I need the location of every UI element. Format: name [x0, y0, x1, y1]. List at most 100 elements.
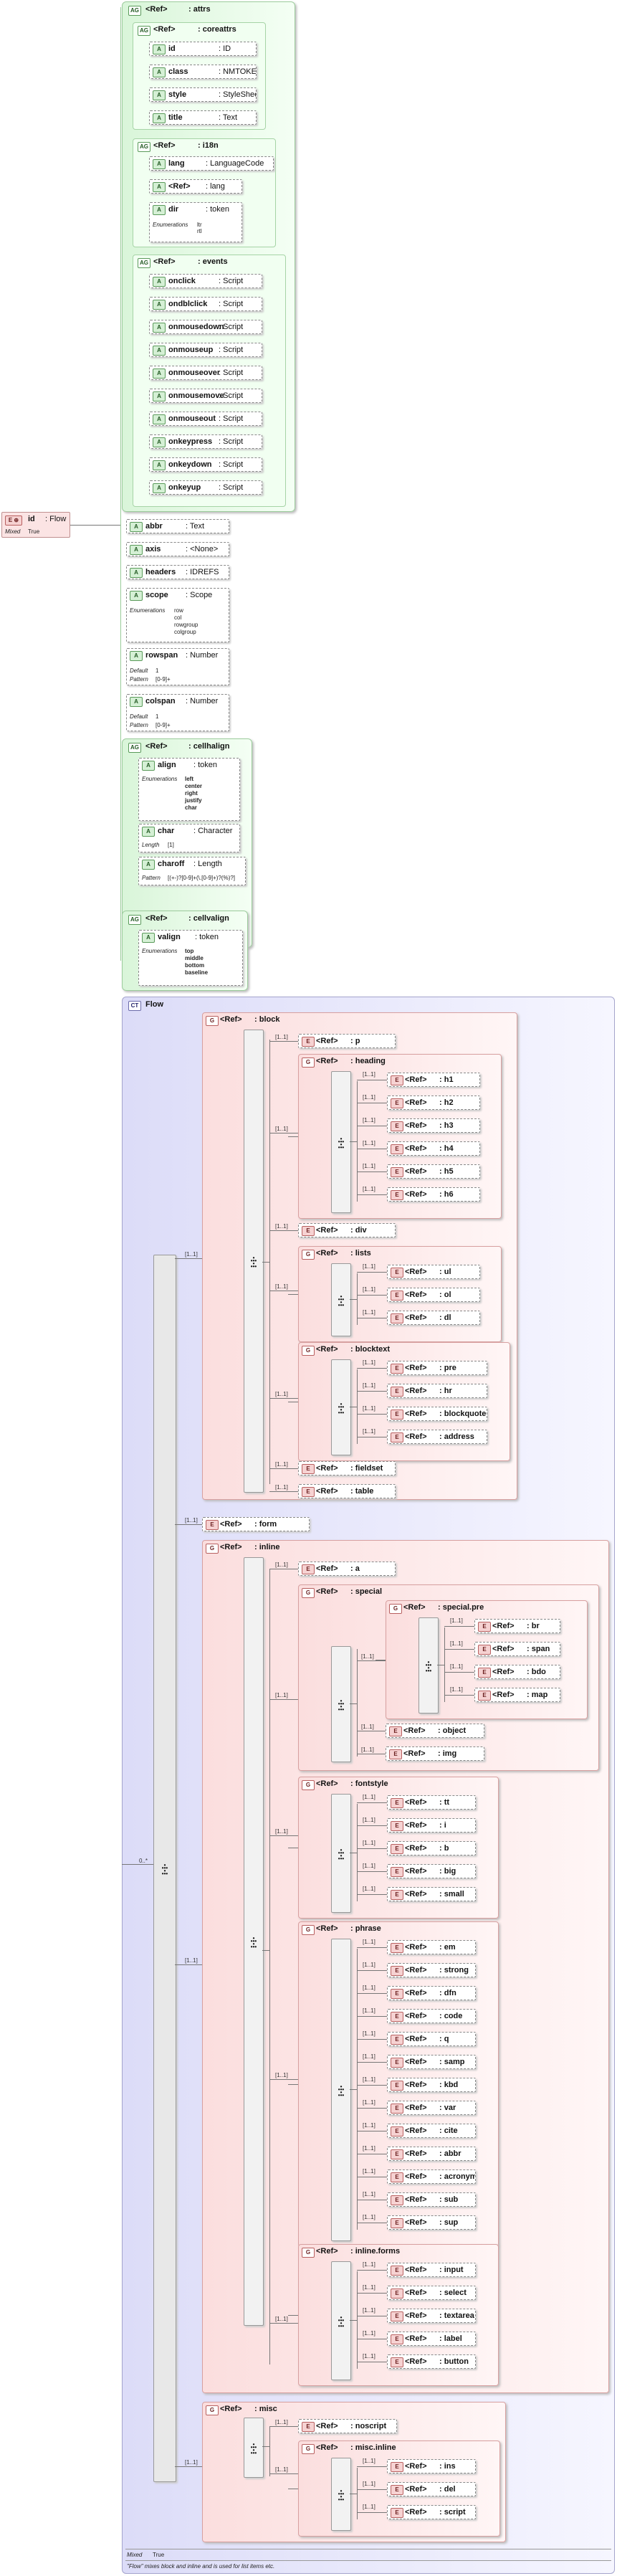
- attr-align[interactable]: A align : token Enumerations left center…: [138, 758, 240, 821]
- element-ref[interactable]: E<Ref>: span: [474, 1642, 560, 1656]
- element-ref[interactable]: E<Ref>: samp: [387, 2055, 476, 2069]
- choice-compositor[interactable]: ••••••••: [331, 1646, 351, 1762]
- element-ref[interactable]: E<Ref>: ul: [387, 1265, 480, 1279]
- element-ref[interactable]: E<Ref>: kbd: [387, 2078, 476, 2092]
- element-ref[interactable]: E<Ref>: cite: [387, 2124, 476, 2138]
- element-ref[interactable]: E<Ref>: h2: [387, 1095, 480, 1110]
- choice-compositor[interactable]: ••••••••: [331, 2458, 351, 2531]
- element-ref[interactable]: E<Ref>: em: [387, 1940, 476, 1954]
- element-ref[interactable]: E<Ref>: q: [387, 2032, 476, 2046]
- element-ref-table[interactable]: E<Ref>: table: [298, 1484, 396, 1498]
- element-ref-object[interactable]: E<Ref>: object: [386, 1724, 484, 1738]
- attr-dir[interactable]: A dir : token Enumerations ltr rtl: [149, 202, 242, 242]
- element-ref-img[interactable]: E<Ref>: img: [386, 1746, 484, 1761]
- choice-compositor[interactable]: ••••••••: [244, 1030, 264, 1493]
- element-ref[interactable]: E<Ref>: blockquote: [387, 1407, 487, 1421]
- element-ref[interactable]: E<Ref>: h3: [387, 1118, 480, 1133]
- element-ref[interactable]: E<Ref>: abbr: [387, 2147, 476, 2161]
- choice-compositor[interactable]: ••••••••: [418, 1617, 439, 1714]
- attr-valign[interactable]: A valign : token Enumerations top middle…: [138, 930, 243, 986]
- attribute-icon: A: [153, 182, 166, 192]
- element-ref[interactable]: E<Ref>: map: [474, 1688, 560, 1702]
- element-ref[interactable]: E<Ref>: sub: [387, 2192, 476, 2207]
- element-type: : bdo: [527, 1668, 546, 1676]
- element-ref[interactable]: E<Ref>: ol: [387, 1288, 480, 1302]
- element-ref[interactable]: E<Ref>: h5: [387, 1164, 480, 1179]
- element-ref-p[interactable]: E<Ref>: p: [298, 1034, 396, 1048]
- element-ref[interactable]: E<Ref>: b: [387, 1841, 476, 1855]
- element-ref-fieldset[interactable]: E<Ref>: fieldset: [298, 1461, 396, 1475]
- attribute-icon: A: [153, 437, 166, 447]
- element-ref[interactable]: E<Ref>: big: [387, 1864, 476, 1878]
- element-ref[interactable]: E<Ref>: sup: [387, 2215, 476, 2230]
- main-choice-compositor[interactable]: ••••••••: [153, 1255, 176, 2482]
- choice-compositor[interactable]: ••••••••: [331, 1263, 351, 1336]
- element-ref[interactable]: E<Ref>: h4: [387, 1141, 480, 1156]
- element-ref[interactable]: E<Ref>: pre: [387, 1361, 487, 1375]
- attr-lang[interactable]: A lang : LanguageCode: [149, 156, 274, 171]
- element-ref[interactable]: E<Ref>: dfn: [387, 1986, 476, 2000]
- choice-compositor[interactable]: ••••••••: [244, 1557, 264, 2326]
- element-type: : sub: [439, 2195, 459, 2204]
- element-type: : hr: [439, 1387, 452, 1395]
- choice-compositor[interactable]: ••••••••: [331, 1794, 351, 1913]
- attr-char[interactable]: A char : Character Length [1]: [138, 824, 240, 852]
- element-ref[interactable]: E<Ref>: code: [387, 2009, 476, 2023]
- element-ref[interactable]: E<Ref>: i: [387, 1818, 476, 1833]
- element-ref[interactable]: E<Ref>: h6: [387, 1187, 480, 1202]
- element-ref[interactable]: E<Ref>: textarea: [387, 2309, 476, 2323]
- element-ref-form[interactable]: E<Ref>: form: [202, 1517, 310, 1531]
- element-ref[interactable]: E<Ref>: button: [387, 2354, 476, 2369]
- element-ref[interactable]: E<Ref>: hr: [387, 1384, 487, 1398]
- element-ref[interactable]: E<Ref>: var: [387, 2101, 476, 2115]
- attribute-type: : Script: [219, 414, 244, 423]
- choice-compositor[interactable]: ••••••••: [331, 2261, 351, 2380]
- choice-compositor[interactable]: ••••••••: [331, 1071, 351, 1213]
- element-ref[interactable]: E<Ref>: ins: [387, 2459, 476, 2473]
- element-ref[interactable]: E<Ref>: br: [474, 1619, 560, 1633]
- element-ref[interactable]: E<Ref>: input: [387, 2263, 476, 2277]
- element-ref[interactable]: E<Ref>: address: [387, 1430, 487, 1444]
- attr-ref-lang[interactable]: A <Ref> : lang: [149, 179, 242, 194]
- choice-compositor[interactable]: ••••••••: [331, 1939, 351, 2241]
- element-ref-div[interactable]: E<Ref>: div: [298, 1223, 396, 1237]
- connector: [357, 1414, 387, 1415]
- element-ref[interactable]: E<Ref>: h1: [387, 1073, 480, 1087]
- element-ref[interactable]: E<Ref>: del: [387, 2482, 476, 2496]
- element-ref[interactable]: E<Ref>: acronym: [387, 2169, 476, 2184]
- flow-title: Flow: [145, 1000, 164, 1009]
- choice-compositor[interactable]: ••••••••: [331, 1359, 351, 1455]
- element-ref[interactable]: E<Ref>: script: [387, 2505, 476, 2519]
- element-ref-noscript[interactable]: E<Ref>: noscript: [298, 2419, 397, 2433]
- element-ref[interactable]: E<Ref>: strong: [387, 1963, 476, 1977]
- element-ref[interactable]: E<Ref>: bdo: [474, 1665, 560, 1679]
- element-ref[interactable]: E<Ref>: tt: [387, 1795, 476, 1810]
- element-ref-a[interactable]: E<Ref>: a: [298, 1562, 396, 1576]
- element-ref[interactable]: E<Ref>: dl: [387, 1311, 480, 1325]
- choice-compositor[interactable]: ••••••••: [244, 2418, 264, 2478]
- element-ref[interactable]: E<Ref>: small: [387, 1887, 476, 1901]
- element-ref[interactable]: E<Ref>: label: [387, 2332, 476, 2346]
- element-ref[interactable]: E<Ref>: select: [387, 2286, 476, 2300]
- attr-charoff[interactable]: A charoff : Length Pattern [(+-)?[0-9]+(…: [138, 857, 246, 885]
